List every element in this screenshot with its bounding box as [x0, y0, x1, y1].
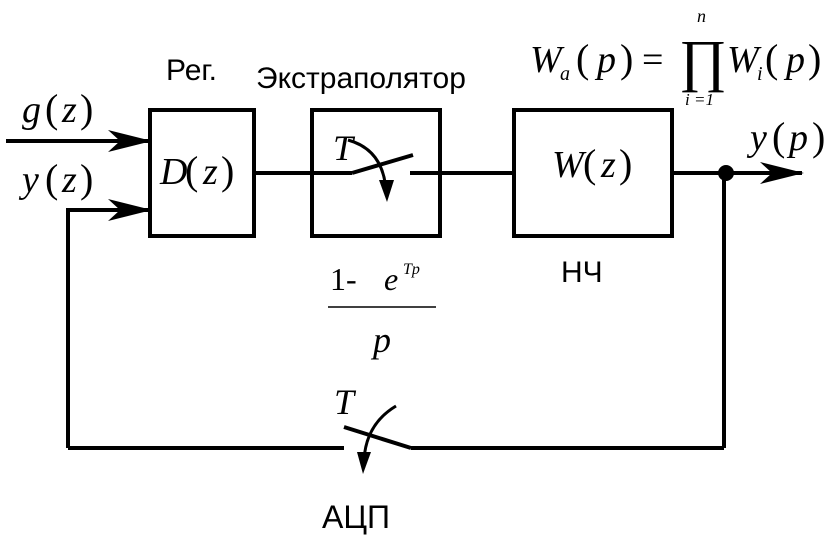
formula-rhs-lparen: (	[765, 36, 778, 81]
formula-lower-limit: i =1	[685, 90, 714, 109]
regulator-arg: z	[202, 151, 218, 193]
regulator-label: Рег.	[166, 54, 217, 87]
input-y-main: y	[18, 159, 39, 201]
transfer-formula: W a ( p ) = n ∏ i =1 W i ( p )	[530, 6, 821, 109]
formula-upper-limit: n	[697, 6, 706, 26]
formula-product-sign: ∏	[679, 28, 727, 93]
formula-lhs-rparen: )	[620, 36, 633, 81]
plant-lparen: (	[583, 141, 596, 186]
plant-label: НЧ	[561, 256, 603, 289]
input-g-arg: z	[61, 89, 77, 131]
formula-rhs-rparen: )	[808, 36, 821, 81]
plant-transfer: W ( z )	[552, 141, 632, 186]
input-y-lparen: (	[45, 156, 58, 201]
input-g-lparen: (	[45, 86, 58, 131]
extrapolator-switch-blade	[351, 153, 414, 175]
input-y: y ( z )	[18, 156, 93, 201]
extrapolator-switch-arc-head	[379, 180, 394, 202]
formula-rhs-main: W	[727, 39, 762, 81]
extrapolator-switch-symbol: T	[333, 128, 356, 168]
extrapolator-formula: 1- e Tp p	[328, 261, 436, 360]
extrapolator-label: Экстраполятор	[256, 62, 466, 95]
plant-rparen: )	[619, 141, 632, 186]
adc-switch-arc-head	[357, 452, 371, 474]
regulator-rparen: )	[221, 148, 234, 193]
extrap-formula-exp-base: e	[384, 261, 398, 297]
formula-lhs-lparen: (	[576, 36, 589, 81]
extrap-formula-exp-power: Tp	[403, 261, 420, 278]
formula-lhs-arg: p	[594, 39, 616, 81]
adc-switch-symbol: T	[334, 382, 357, 422]
output-main: y	[746, 117, 767, 159]
input-y-arg: z	[61, 159, 77, 201]
input-g-rparen: )	[80, 86, 93, 131]
plant-main: W	[552, 144, 587, 186]
formula-lhs-main: W	[530, 39, 565, 81]
regulator-main: D	[159, 151, 187, 193]
formula-lhs-sub: a	[560, 63, 570, 85]
regulator-lparen: (	[185, 148, 198, 193]
feedback-switch-blade	[343, 425, 412, 450]
adc-label: АЦП	[322, 499, 390, 535]
extrapolator-switch-arc-arrow	[347, 138, 388, 193]
plant-arg: z	[600, 144, 616, 186]
output-arg: p	[786, 117, 808, 159]
formula-rhs-sub: i	[757, 63, 763, 85]
input-g: g ( z )	[22, 86, 93, 131]
formula-equals: =	[642, 39, 663, 81]
input-y-rparen: )	[80, 156, 93, 201]
output-lparen: (	[772, 114, 785, 159]
extrap-formula-prefix: 1-	[330, 261, 357, 297]
output-label: y ( p )	[746, 114, 825, 159]
input-g-main: g	[22, 89, 41, 131]
formula-rhs-arg: p	[783, 39, 805, 81]
output-rparen: )	[812, 114, 825, 159]
extrap-formula-denominator: p	[370, 320, 391, 360]
regulator-transfer: D ( z )	[159, 148, 234, 193]
